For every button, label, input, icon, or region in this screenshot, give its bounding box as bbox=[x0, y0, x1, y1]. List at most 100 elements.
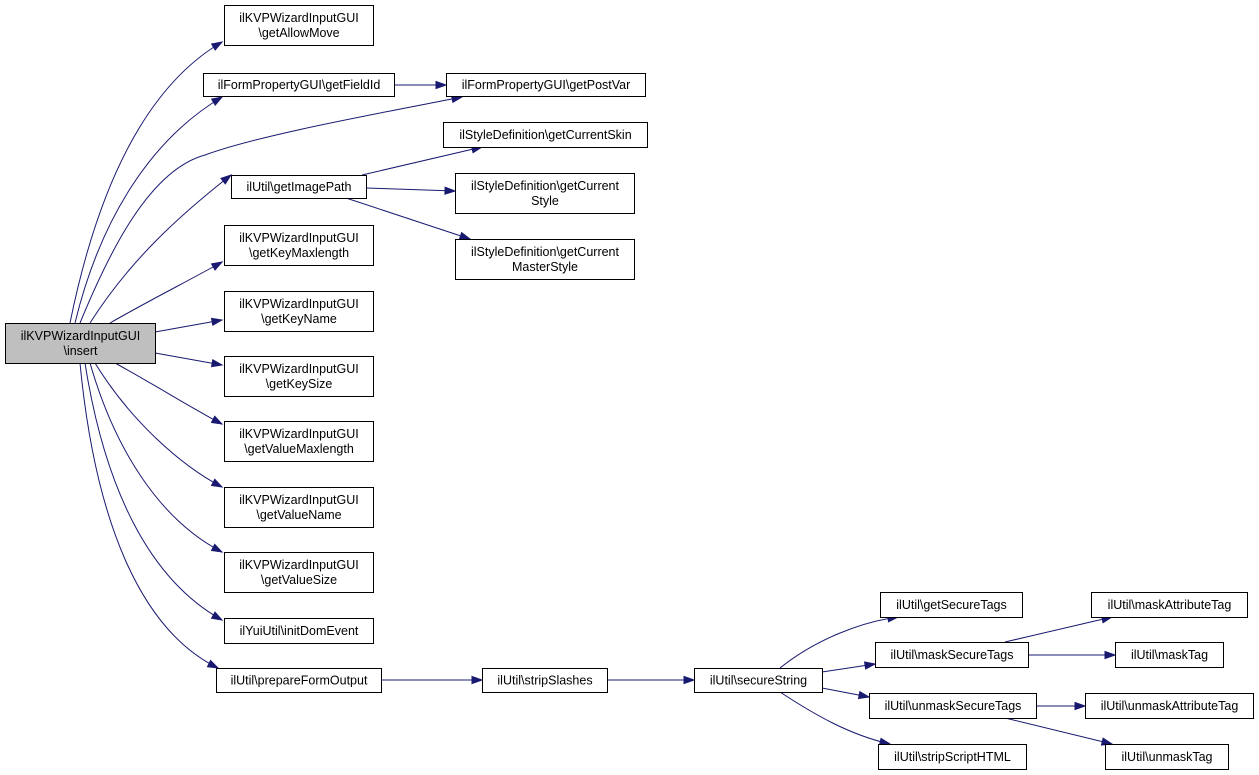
node-label-line: ilUtil\prepareFormOutput bbox=[231, 674, 368, 688]
arrowhead-icon bbox=[863, 661, 877, 670]
node-getKeyName[interactable]: ilKVPWizardInputGUI\getKeyName bbox=[224, 291, 374, 332]
edge-getImagePath-to-getCurrentSkin bbox=[361, 145, 484, 176]
node-maskSecureTags[interactable]: ilUtil\maskSecureTags bbox=[875, 642, 1029, 668]
node-getSecureTags[interactable]: ilUtil\getSecureTags bbox=[880, 592, 1023, 618]
node-label-line: \getValueSize bbox=[261, 573, 337, 587]
edge-secureString-to-stripScriptHTML bbox=[779, 691, 892, 746]
node-getCurrentSkin[interactable]: ilStyleDefinition\getCurrentSkin bbox=[443, 122, 648, 148]
edge-secureString-to-maskSecureTags bbox=[821, 661, 877, 673]
node-unmaskSecureTags[interactable]: ilUtil\unmaskSecureTags bbox=[869, 693, 1037, 719]
node-label-line: ilKVPWizardInputGUI bbox=[239, 11, 358, 25]
node-label-line: ilKVPWizardInputGUI bbox=[239, 558, 358, 572]
node-box bbox=[224, 552, 374, 593]
node-maskAttributeTag[interactable]: ilUtil\maskAttributeTag bbox=[1091, 592, 1248, 618]
edge-line bbox=[1004, 717, 1113, 745]
edge-insert-to-getImagePath bbox=[89, 174, 233, 324]
node-box bbox=[224, 487, 374, 528]
edge-insert-to-getKeySize bbox=[154, 352, 224, 368]
node-box bbox=[224, 225, 374, 266]
node-label-line: ilUtil\getSecureTags bbox=[896, 598, 1006, 612]
node-box bbox=[1115, 642, 1224, 668]
edge-insert-to-getValueName bbox=[94, 362, 224, 488]
node-label-line: ilUtil\getImagePath bbox=[247, 180, 352, 194]
edge-line bbox=[89, 174, 232, 324]
node-getKeySize[interactable]: ilKVPWizardInputGUI\getKeySize bbox=[224, 356, 374, 397]
node-secureString[interactable]: ilUtil\secureString bbox=[694, 668, 823, 693]
node-label-line: ilKVPWizardInputGUI bbox=[239, 427, 358, 441]
edge-getFieldId-to-getPostVar bbox=[394, 80, 448, 90]
edge-insert-to-getKeyName bbox=[154, 317, 224, 333]
node-box bbox=[875, 642, 1029, 668]
arrowhead-icon bbox=[210, 543, 224, 553]
node-label-line: ilStyleDefinition\getCurrent bbox=[471, 179, 620, 193]
node-getValueMaxlength[interactable]: ilKVPWizardInputGUI\getValueMaxlength bbox=[224, 421, 374, 462]
node-initDomEvent[interactable]: ilYuiUtil\initDomEvent bbox=[224, 618, 374, 644]
edge-secureString-to-unmaskSecureTags bbox=[821, 687, 871, 700]
arrowhead-icon bbox=[458, 231, 472, 240]
edge-insert-to-prepareFormOutput bbox=[79, 362, 220, 669]
node-box bbox=[224, 421, 374, 462]
arrowhead-icon bbox=[210, 41, 224, 51]
edge-insert-to-getPostVar bbox=[79, 94, 464, 324]
node-label-line: ilUtil\maskSecureTags bbox=[891, 648, 1014, 662]
edge-insert-to-getValueMaxlength bbox=[114, 362, 224, 425]
arrowhead-icon bbox=[210, 261, 224, 271]
node-label-line: \insert bbox=[63, 344, 98, 358]
arrowhead-icon bbox=[471, 675, 484, 685]
node-box bbox=[880, 592, 1023, 618]
node-box bbox=[231, 175, 367, 199]
edge-maskSecureTags-to-maskAttributeTag bbox=[1004, 615, 1114, 643]
node-getValueName[interactable]: ilKVPWizardInputGUI\getValueName bbox=[224, 487, 374, 528]
arrowhead-icon bbox=[444, 186, 457, 195]
edge-stripSlashes-to-secureString bbox=[607, 675, 696, 685]
node-box bbox=[5, 323, 156, 364]
node-prepareFormOutput[interactable]: ilUtil\prepareFormOutput bbox=[216, 668, 382, 693]
node-label-line: ilKVPWizardInputGUI bbox=[239, 297, 358, 311]
arrowhead-icon bbox=[1104, 650, 1117, 660]
edge-maskSecureTags-to-maskTag bbox=[1028, 650, 1117, 660]
edge-line bbox=[361, 146, 483, 176]
nodes-layer: ilKVPWizardInputGUI\insertilKVPWizardInp… bbox=[5, 5, 1254, 770]
node-maskTag[interactable]: ilUtil\maskTag bbox=[1115, 642, 1224, 668]
node-getImagePath[interactable]: ilUtil\getImagePath bbox=[231, 175, 367, 199]
node-getValueSize[interactable]: ilKVPWizardInputGUI\getValueSize bbox=[224, 552, 374, 593]
node-label-line: MasterStyle bbox=[512, 260, 578, 274]
node-stripSlashes[interactable]: ilUtil\stripSlashes bbox=[482, 668, 608, 693]
edge-insert-to-getValueSize bbox=[89, 362, 224, 553]
node-box bbox=[224, 356, 374, 397]
node-box bbox=[203, 73, 395, 97]
edge-unmaskSecureTags-to-unmaskTag bbox=[1004, 717, 1114, 746]
node-stripScriptHTML[interactable]: ilUtil\stripScriptHTML bbox=[878, 744, 1027, 770]
node-getFieldId[interactable]: ilFormPropertyGUI\getFieldId bbox=[203, 73, 395, 97]
node-unmaskAttributeTag[interactable]: ilUtil\unmaskAttributeTag bbox=[1085, 693, 1254, 719]
node-label-line: ilUtil\maskTag bbox=[1131, 648, 1208, 662]
arrowhead-icon bbox=[435, 80, 448, 90]
node-label-line: ilKVPWizardInputGUI bbox=[239, 231, 358, 245]
edge-line bbox=[79, 362, 219, 669]
node-box bbox=[482, 668, 608, 693]
edge-unmaskSecureTags-to-unmaskAttributeTag bbox=[1036, 701, 1087, 711]
node-getKeyMaxlength[interactable]: ilKVPWizardInputGUI\getKeyMaxlength bbox=[224, 225, 374, 266]
node-getPostVar[interactable]: ilFormPropertyGUI\getPostVar bbox=[446, 73, 646, 97]
node-label-line: ilStyleDefinition\getCurrent bbox=[471, 245, 620, 259]
node-box bbox=[446, 73, 646, 97]
node-box bbox=[224, 618, 374, 644]
node-unmaskTag[interactable]: ilUtil\unmaskTag bbox=[1105, 744, 1229, 770]
node-label-line: ilYuiUtil\initDomEvent bbox=[240, 624, 359, 638]
edge-prepareFormOutput-to-stripSlashes bbox=[381, 675, 484, 685]
node-box bbox=[443, 122, 648, 148]
edge-line bbox=[79, 96, 463, 324]
edge-line bbox=[69, 41, 223, 324]
node-box bbox=[455, 239, 635, 280]
node-label-line: \getKeyMaxlength bbox=[249, 246, 349, 260]
edge-line bbox=[779, 691, 891, 745]
node-label-line: ilUtil\secureString bbox=[710, 674, 807, 688]
node-getAllowMove[interactable]: ilKVPWizardInputGUI\getAllowMove bbox=[224, 5, 374, 46]
node-label-line: \getValueName bbox=[256, 508, 341, 522]
arrowhead-icon bbox=[1074, 701, 1087, 711]
node-insert[interactable]: ilKVPWizardInputGUI\insert bbox=[5, 323, 156, 364]
edge-line bbox=[114, 362, 223, 425]
